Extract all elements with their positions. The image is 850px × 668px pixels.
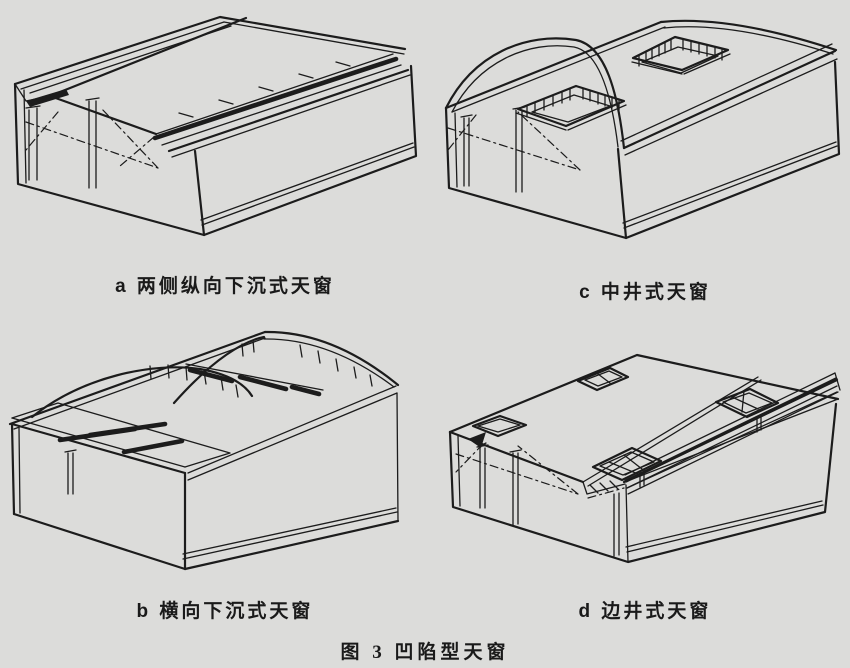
panel-c-label: c 中井式天窗: [579, 282, 711, 303]
panel-a-label: a 两侧纵向下沉式天窗: [115, 276, 335, 297]
drawing-d-edge-well-skylight: [428, 322, 844, 607]
drawing-c-central-well-skylight: [428, 2, 844, 262]
figure-caption: 图 3 凹陷型天窗: [340, 642, 510, 663]
drawing-b-transverse-sunken-skylight: [2, 324, 414, 609]
panel-b-label: b 横向下沉式天窗: [136, 601, 314, 622]
drawing-a-longitudinal-sunken-skylight: [8, 4, 420, 262]
panel-d-label: d 边井式天窗: [578, 601, 712, 622]
